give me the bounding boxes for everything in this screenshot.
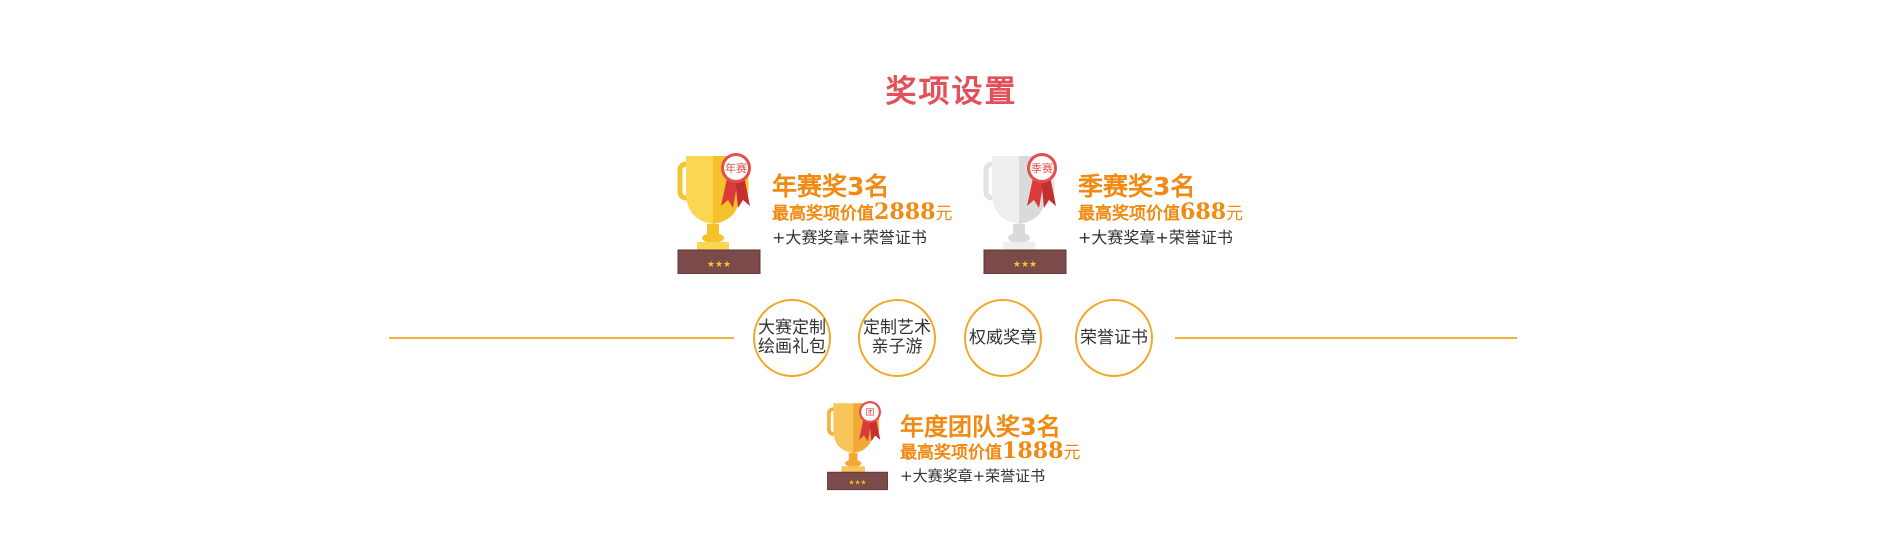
base-stars: ★★★ bbox=[849, 479, 867, 487]
value-unit: 元 bbox=[1063, 443, 1081, 463]
badge-text: 年赛 bbox=[725, 161, 747, 175]
award-name: 年赛奖3名 bbox=[772, 172, 890, 201]
award-extra: +大赛奖章+荣誉证书 bbox=[772, 228, 927, 247]
award-name: 季赛奖3名 bbox=[1078, 172, 1196, 201]
divider-left bbox=[389, 337, 734, 339]
badge-text: 团 bbox=[866, 407, 875, 418]
award-value: 最高奖项价值2888元 bbox=[772, 199, 953, 225]
prize-art-trip: 定制艺术亲子游 bbox=[858, 299, 936, 377]
award-extra: +大赛奖章+荣誉证书 bbox=[900, 467, 1046, 485]
silver-trophy-icon: ★★★ 季赛 bbox=[983, 153, 1067, 274]
gold-trophy-icon: ★★★ 年赛 bbox=[677, 153, 761, 274]
prize-medal: 权威奖章 bbox=[964, 299, 1042, 377]
award-value: 最高奖项价值1888元 bbox=[900, 438, 1081, 464]
value-amount: 1888 bbox=[1002, 438, 1064, 464]
value-unit: 元 bbox=[935, 204, 953, 224]
value-unit: 元 bbox=[1226, 204, 1244, 224]
value-prefix: 最高奖项价值 bbox=[772, 204, 874, 224]
value-amount: 2888 bbox=[874, 199, 936, 225]
award-name: 年度团队奖3名 bbox=[900, 413, 1061, 441]
divider-right bbox=[1175, 337, 1517, 339]
base-stars: ★★★ bbox=[707, 260, 731, 270]
prize-certificate: 荣誉证书 bbox=[1075, 299, 1153, 377]
prize-painting-gift: 大赛定制绘画礼包 bbox=[753, 299, 831, 377]
award-value: 最高奖项价值688元 bbox=[1078, 199, 1243, 225]
bronze-trophy-icon: ★★★ 团 bbox=[827, 401, 888, 491]
value-prefix: 最高奖项价值 bbox=[900, 443, 1002, 463]
badge-text: 季赛 bbox=[1031, 161, 1053, 175]
value-prefix: 最高奖项价值 bbox=[1078, 204, 1180, 224]
section-title: 奖项设置 bbox=[885, 74, 1018, 110]
award-extra: +大赛奖章+荣誉证书 bbox=[1078, 228, 1233, 247]
base-stars: ★★★ bbox=[1013, 260, 1037, 270]
value-amount: 688 bbox=[1180, 199, 1227, 225]
